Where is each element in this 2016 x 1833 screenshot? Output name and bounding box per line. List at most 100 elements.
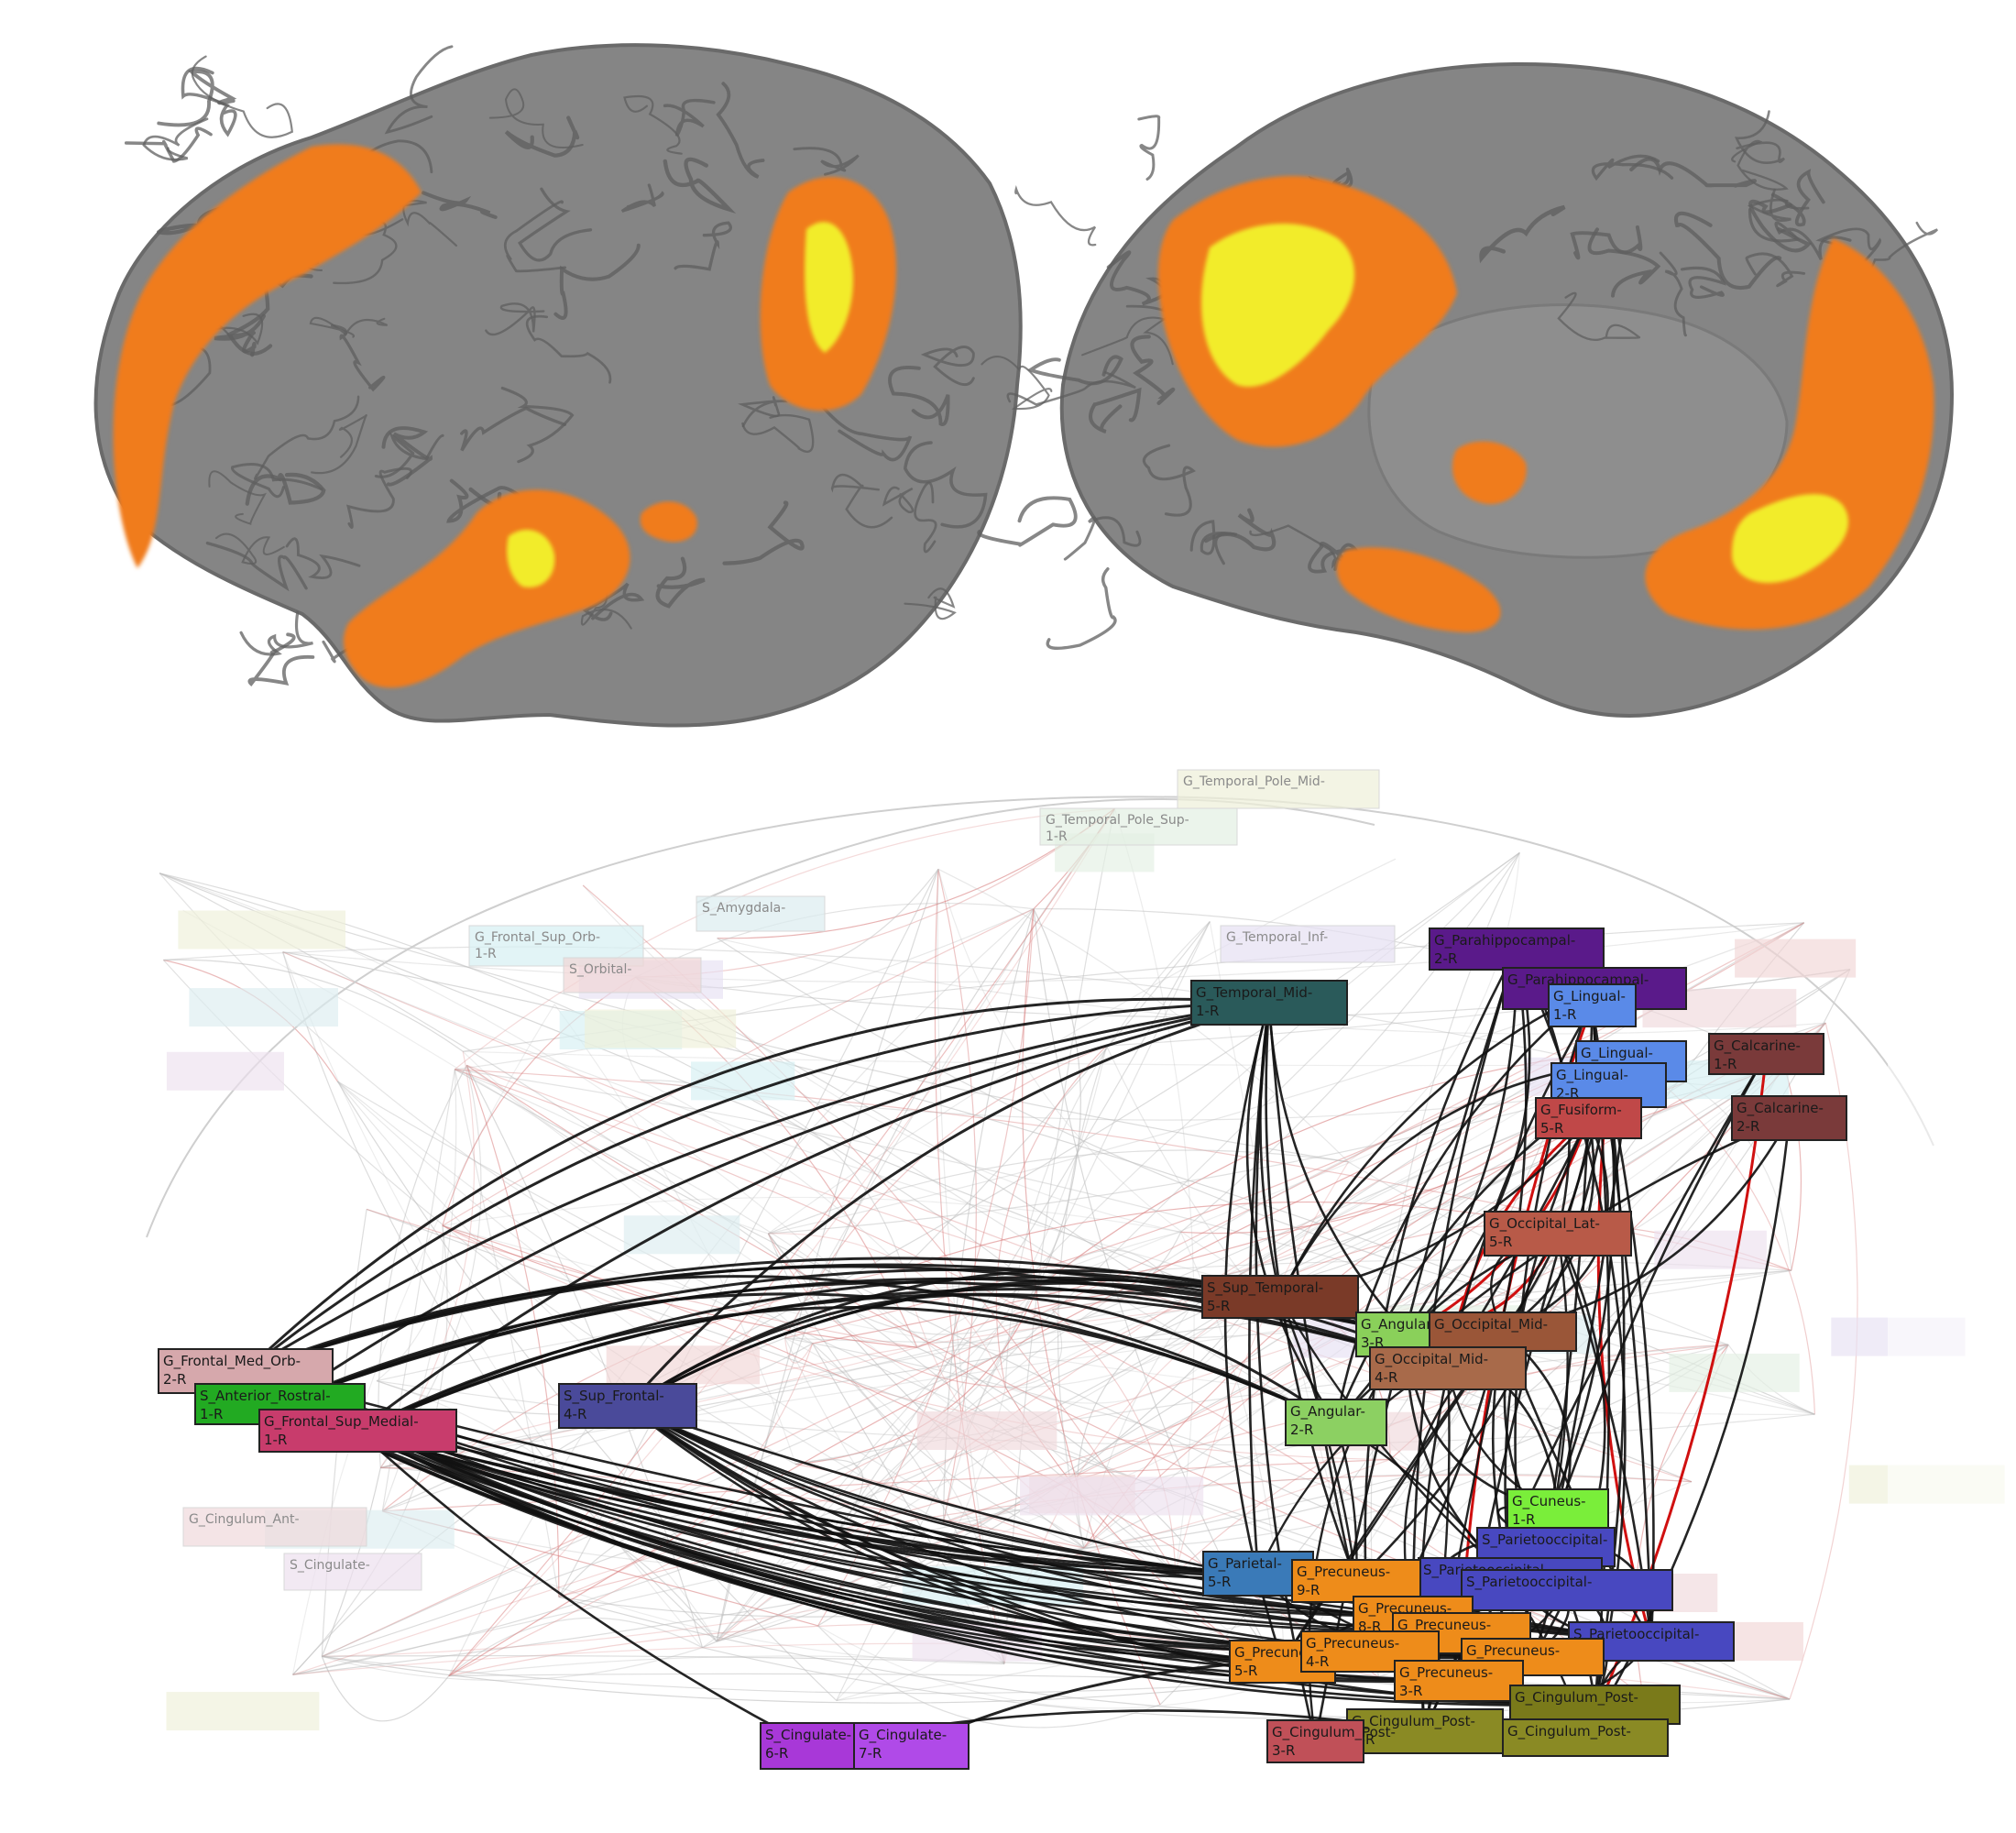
network-node-label: G_Calcarine- — [1714, 1037, 1801, 1055]
sulcus-line — [1142, 444, 1196, 517]
background-node-label: G_Temporal_Pole_Mid- — [1183, 774, 1325, 789]
sulcus-line — [1745, 252, 1806, 288]
sulcus-line — [737, 396, 788, 428]
network-node-label: 4-R — [564, 1406, 586, 1422]
background-edge — [292, 1472, 1422, 1675]
background-node — [1669, 1353, 1800, 1392]
background-edge — [159, 873, 1177, 1575]
medial-frontal-activation — [1645, 238, 1934, 630]
network-node-box — [1731, 1095, 1847, 1141]
sulcus-line — [285, 537, 361, 579]
highlighted-edge — [1255, 1002, 1317, 1742]
sulcus-line — [191, 55, 293, 138]
sulcus-line — [1063, 516, 1142, 561]
sulcus-line — [525, 314, 612, 384]
background-node — [585, 1009, 737, 1048]
background-edge — [448, 1049, 1622, 1677]
highlighted-edge — [1607, 1084, 1655, 1642]
sulcus-line — [214, 532, 285, 565]
highlighted-edge — [279, 1402, 1414, 1619]
network-node-label: 5-R — [1540, 1120, 1563, 1136]
background-edge — [1113, 808, 1195, 1575]
network-node-label: 2-R — [163, 1371, 186, 1388]
network-node-label: 5-R — [1489, 1234, 1512, 1250]
sulcus-line — [1027, 355, 1123, 386]
highlighted-edge — [627, 1281, 1449, 1408]
background-nodes: G_Temporal_Pole_Mid-G_Temporal_Pole_Sup-… — [166, 769, 2005, 1731]
background-edge — [903, 921, 1211, 1269]
network-node-label: S_Parietooccipital- — [1466, 1574, 1592, 1591]
network-node-label: 1-R — [200, 1406, 223, 1422]
highlighted-edge — [1278, 1296, 1511, 1579]
lateral-activation — [113, 144, 897, 688]
background-edge — [696, 797, 1375, 904]
background-node-box — [696, 895, 826, 932]
highlighted-edge — [245, 1001, 1270, 1373]
background-edge — [454, 807, 1115, 1070]
network-node-box — [258, 1409, 457, 1453]
network-node-label: G_Frontal_Med_Orb- — [163, 1353, 301, 1370]
network-node-label: G_Occipital_Mid- — [1375, 1351, 1488, 1368]
background-edge — [282, 951, 1693, 1483]
lateral-parietal-peak — [805, 222, 853, 353]
background-edge — [382, 1458, 1391, 1512]
background-edge — [837, 921, 1211, 1531]
background-edge — [937, 869, 1266, 1287]
background-edge — [282, 951, 703, 1649]
network-node-label: 3-R — [1272, 1742, 1295, 1759]
sulcus-line — [488, 88, 584, 148]
background-edge — [784, 1337, 1005, 1664]
highlighted-edge — [244, 997, 1270, 1373]
background-edge — [903, 1268, 1176, 1575]
sulcus-line — [722, 500, 805, 565]
lateral-temporal-peak — [507, 529, 555, 587]
network-node-label: 5-R — [1234, 1663, 1257, 1679]
sulcus-line — [205, 541, 308, 592]
background-node — [166, 1051, 284, 1091]
network-node-label: G_Frontal_Sup_Medial- — [264, 1413, 419, 1431]
medial-cingulate-activation — [1452, 441, 1527, 504]
background-edge — [292, 1344, 1729, 1675]
background-node-box — [1039, 807, 1238, 846]
brain-lateral-view — [93, 43, 1078, 728]
network-node-label: 9-R — [1297, 1582, 1320, 1598]
highlighted-nodes: G_Temporal_Mid- 1-R G_Frontal_Med_Orb-2-R S… — [158, 927, 1847, 1770]
network-node-label: S_Anterior_Rostral- — [200, 1388, 331, 1405]
network-node-box — [1201, 1275, 1359, 1319]
background-edge — [442, 1224, 917, 1348]
lateral-sulci — [124, 45, 1078, 687]
sulcus-line — [1591, 154, 1674, 181]
background-edge — [767, 1233, 1006, 1388]
background-node-labelled: S_Orbital- — [563, 957, 702, 993]
sulcus-line — [888, 366, 950, 426]
background-edge — [322, 922, 1804, 1657]
background-edge — [336, 1081, 1286, 1682]
background-node-labelled: G_Temporal_Inf- — [1220, 925, 1396, 963]
network-node-label: G_Precuneus- — [1399, 1664, 1493, 1682]
network-node-box — [1708, 1033, 1824, 1075]
background-node-labelled: G_Temporal_Pole_Mid- — [1177, 769, 1380, 809]
sulcus-line — [674, 221, 732, 271]
highlighted-edge — [627, 1293, 1337, 1424]
background-edge — [322, 1647, 703, 1681]
background-edge — [812, 1343, 1005, 1664]
highlighted-edge — [1544, 1053, 1768, 1548]
network-node-label: G_Temporal_Mid- — [1196, 984, 1312, 1002]
network-node: G_Angular-2-R — [1285, 1399, 1387, 1446]
network-node-label: G_Angular- — [1361, 1316, 1436, 1334]
highlighted-edge — [626, 1001, 1270, 1407]
sulcus-line — [1046, 567, 1117, 650]
network-node-box — [1535, 1097, 1642, 1139]
sulcus-line — [981, 356, 1053, 411]
sulcus-line — [247, 632, 315, 687]
network-node-label: G_Precuneus- — [1306, 1635, 1399, 1652]
background-edge — [292, 1285, 1266, 1675]
sulcus-line — [1203, 508, 1276, 552]
background-node-label: 1-R — [1046, 829, 1068, 844]
background-edge — [321, 1656, 450, 1722]
background-node — [178, 910, 345, 949]
network-node: G_Cingulate-7-R — [853, 1722, 970, 1770]
brain-medial-view — [1006, 61, 1955, 718]
sulcus-line — [1249, 524, 1362, 582]
network-node: S_Sup_Temporal-5-R — [1201, 1275, 1359, 1319]
